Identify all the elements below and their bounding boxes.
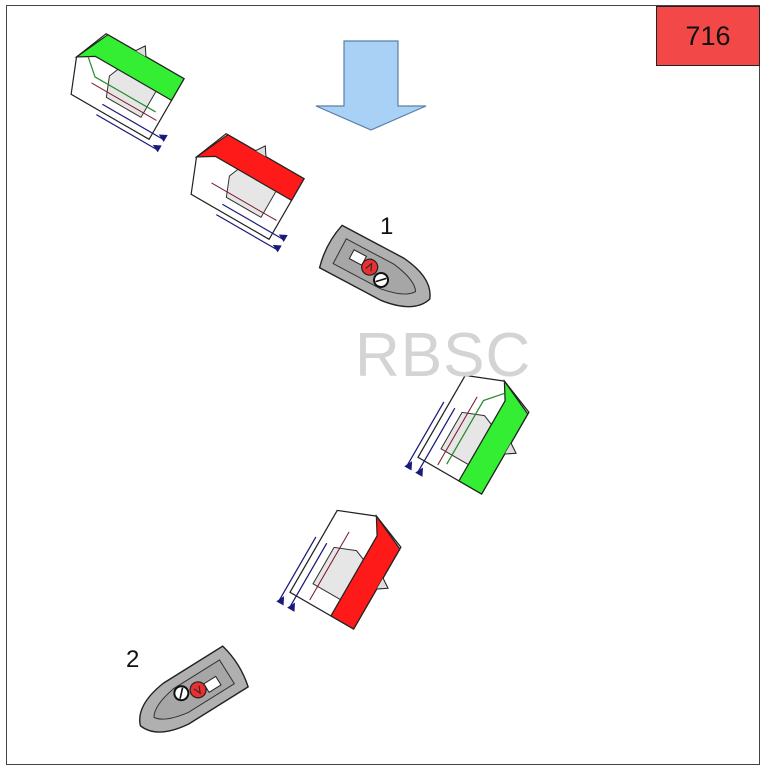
- motorboat-icon: [315, 222, 443, 322]
- watermark: RBSC: [355, 321, 532, 390]
- scenario-number-badge: 716: [656, 6, 760, 66]
- wind-arrow-icon: [315, 40, 427, 131]
- sailboat-icon: [275, 493, 418, 648]
- sailboat-icon: [174, 118, 322, 253]
- motorboat-icon: [126, 643, 252, 748]
- boat-label-2: 2: [126, 646, 140, 673]
- sailboat-icon: [54, 18, 202, 153]
- boat-label-1: 1: [380, 213, 394, 240]
